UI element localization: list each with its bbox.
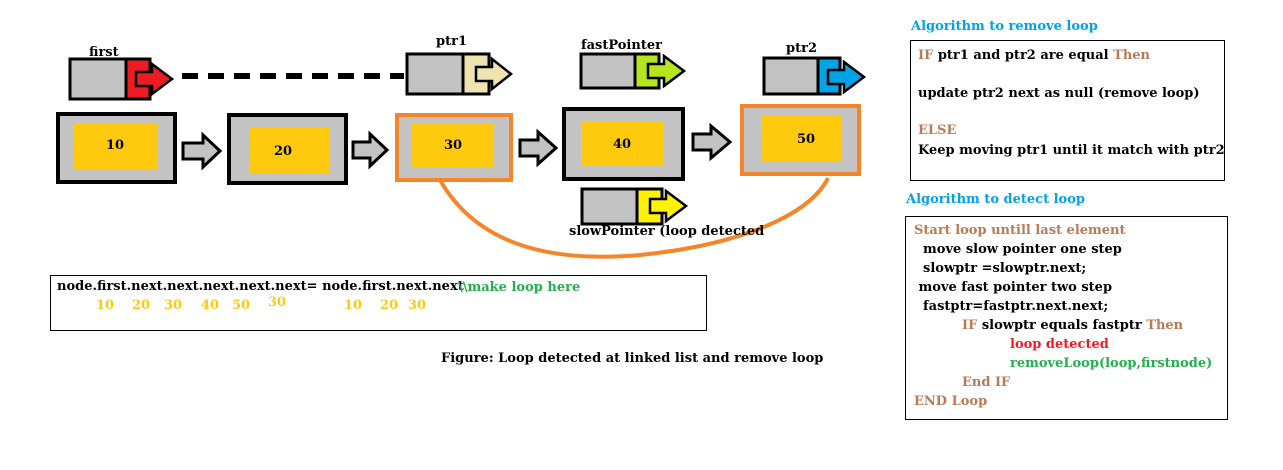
- fast-arrow-icon: [646, 53, 687, 89]
- detect-algo-title: Algorithm to detect loop: [906, 192, 1085, 207]
- start-loop-line: Start loop untill last element: [914, 223, 1126, 238]
- index-number: 20: [380, 298, 399, 313]
- remove-keep-line: Keep moving ptr1 until it match with ptr…: [918, 143, 1225, 158]
- then-keyword: Then: [1146, 318, 1184, 333]
- node-50: 50: [740, 104, 861, 176]
- node-value: 50: [797, 132, 815, 147]
- linked-list-diagram: first ptr1 fastPointer ptr2 slowPointer …: [56, 34, 867, 259]
- slow-pointer-label: slowPointer (loop detected: [569, 224, 764, 239]
- node-10: 10: [56, 112, 177, 184]
- fast-pointer-label: fastPointer: [581, 38, 662, 53]
- index-number: 30: [268, 295, 287, 310]
- ptr1-label: ptr1: [436, 34, 467, 49]
- ptr1-arrow-icon: [474, 56, 514, 92]
- remove-algo-title: Algorithm to remove loop: [911, 19, 1098, 34]
- loop-statement: node.first.next.next.next.next.next= nod…: [57, 279, 464, 294]
- ptr1-pointer: [405, 52, 514, 96]
- detect-line: move fast pointer two step: [914, 280, 1113, 295]
- node-value: 20: [274, 144, 292, 159]
- node-value: 30: [444, 138, 462, 153]
- remove-update-line: update ptr2 next as null (remove loop): [918, 86, 1200, 101]
- else-keyword: ELSE: [918, 123, 957, 138]
- link-arrow-icon: [351, 130, 390, 170]
- index-number: 50: [232, 298, 251, 313]
- code-box: node.first.next.next.next.next.next= nod…: [50, 275, 707, 331]
- node-30: 30: [395, 113, 513, 182]
- index-number: 30: [408, 298, 427, 313]
- if-keyword: IF: [962, 318, 978, 333]
- if-condition: ptr1 and ptr2 are equal: [933, 48, 1114, 63]
- node-value: 10: [106, 138, 124, 153]
- loop-comment: \\make loop here: [458, 280, 581, 295]
- detect-if-line: IF slowptr equals fastptr Then: [962, 318, 1183, 333]
- detect-line: move slow pointer one step: [914, 242, 1122, 257]
- first-pointer: [68, 57, 175, 101]
- detect-line: fastptr=fastptr.next.next;: [914, 299, 1109, 314]
- node-20: 20: [227, 113, 348, 185]
- ptr2-pointer: [762, 56, 867, 96]
- first-arrow-icon: [134, 61, 175, 97]
- link-arrow-icon: [181, 131, 223, 171]
- slow-pointer: [580, 187, 689, 226]
- detect-algo-box: Start loop untill last element move slow…: [905, 216, 1228, 420]
- index-number: 30: [164, 298, 183, 313]
- loop-detected-line: loop detected: [1010, 337, 1109, 352]
- link-arrow-icon: [691, 122, 733, 162]
- index-number: 10: [96, 298, 115, 313]
- remove-loop-call: removeLoop(loop,firstnode): [1010, 356, 1213, 371]
- figure-caption: Figure: Loop detected at linked list and…: [441, 351, 824, 366]
- end-if-line: End IF: [962, 375, 1011, 390]
- node-40: 40: [562, 107, 685, 181]
- loop-curve: [438, 177, 830, 259]
- remove-algo-box: IF ptr1 and ptr2 are equal Then update p…: [910, 40, 1225, 181]
- if-condition: slowptr equals fastptr: [977, 318, 1147, 333]
- index-number: 10: [344, 298, 363, 313]
- end-loop-line: END Loop: [914, 394, 988, 409]
- then-keyword: Then: [1113, 48, 1150, 63]
- slow-arrow-icon: [648, 188, 689, 224]
- remove-if-line: IF ptr1 and ptr2 are equal Then: [918, 48, 1150, 63]
- detect-line: slowptr =slowptr.next;: [914, 261, 1087, 276]
- fast-pointer: [579, 52, 687, 90]
- index-number: 40: [201, 298, 220, 313]
- node-value: 40: [613, 137, 631, 152]
- first-label: first: [89, 45, 119, 60]
- if-keyword: IF: [918, 48, 934, 63]
- index-number: 20: [132, 298, 151, 313]
- ptr2-arrow-icon: [826, 59, 867, 95]
- link-arrow-icon: [518, 128, 559, 168]
- ptr2-label: ptr2: [786, 41, 817, 56]
